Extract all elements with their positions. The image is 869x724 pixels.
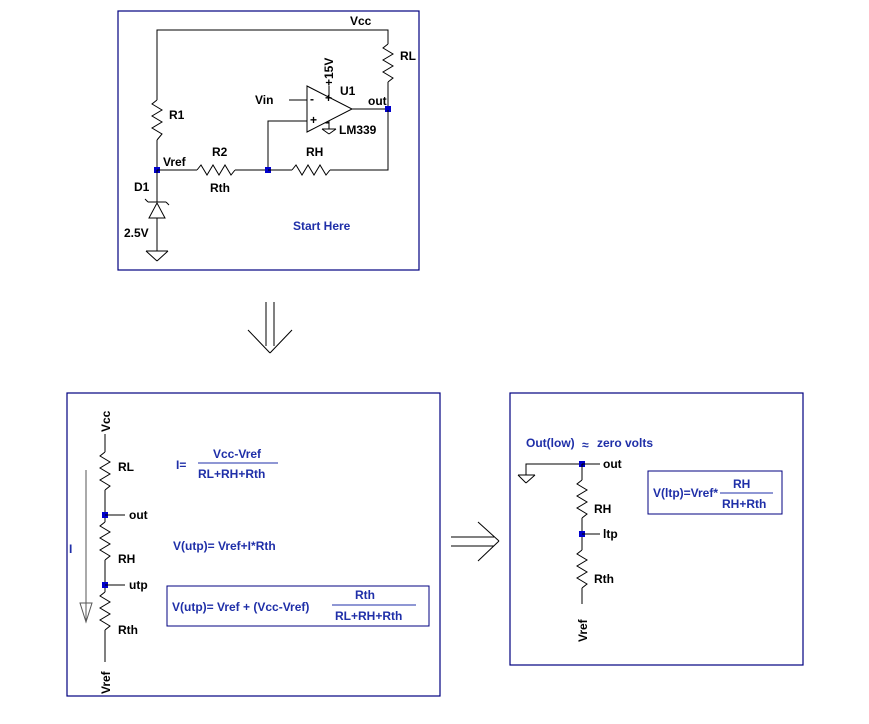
r2-label: R2: [212, 145, 228, 159]
vplus-sign: +: [325, 91, 332, 105]
noninv-wire: [267, 120, 307, 170]
left-rth-resistor: [99, 591, 111, 631]
vltp-formula-box: [647, 470, 783, 515]
r2-resistor: [196, 164, 236, 176]
left-rh-resistor: [99, 521, 111, 561]
left-rh-label: RH: [118, 552, 135, 566]
r1-label: R1: [169, 108, 185, 122]
top-rh-label: RH: [306, 145, 323, 159]
i-formula-denominator: RL+RH+Rth: [198, 467, 265, 481]
feedback-wire: [330, 110, 389, 171]
top-vcc-label: Vcc: [350, 14, 372, 28]
noninv-input-sign: +: [310, 113, 317, 127]
left-rl-label: RL: [118, 460, 134, 474]
right-out-label: out: [603, 457, 622, 471]
right-rth-label: Rth: [594, 572, 614, 586]
lm339-label: LM339: [339, 123, 377, 137]
inv-input-sign: -: [310, 92, 314, 106]
out-node: [385, 106, 391, 112]
plus15v-label: +15V: [322, 58, 336, 86]
right-arrow-icon: [451, 521, 500, 562]
left-vref-label: Vref: [99, 670, 113, 694]
outlow-label: Out(low): [526, 436, 575, 450]
left-vcc-label: Vcc: [99, 410, 113, 432]
vin-label: Vin: [255, 93, 273, 107]
right-rth-resistor: [576, 549, 588, 589]
zero-volts-label: zero volts: [597, 436, 653, 450]
left-analysis-frame: [66, 392, 441, 697]
down-arrow-icon: [247, 302, 293, 354]
vutp-formula-box: [166, 585, 430, 627]
approx-sign: ≈: [582, 438, 589, 452]
top-rh-resistor: [291, 164, 331, 176]
start-here-label: Start Here: [293, 219, 351, 233]
top-vref-label: Vref: [163, 155, 187, 169]
vltp-denominator: RH+Rth: [722, 497, 766, 511]
vltp-numerator: RH: [733, 477, 750, 491]
vutp-formula-1: V(utp)= Vref+I*Rth: [173, 539, 276, 553]
top-rth-label: Rth: [210, 181, 230, 195]
top-rl-resistor: [382, 43, 394, 83]
d1-label: D1: [134, 180, 150, 194]
right-rh-label: RH: [594, 502, 611, 516]
vcc-rail: [156, 29, 389, 100]
current-label: I: [69, 542, 72, 556]
current-arrow-icon: [79, 470, 93, 624]
right-ground-wire: [525, 463, 582, 475]
vutp-denominator: RL+RH+Rth: [335, 609, 402, 623]
u1-label: U1: [340, 84, 356, 98]
right-vref-label: Vref: [576, 618, 590, 642]
vminus-sign: -: [325, 115, 329, 129]
zener-diode: [148, 201, 166, 219]
right-ltp-label: ltp: [603, 527, 618, 541]
top-out-label: out: [368, 94, 387, 108]
left-rl-resistor: [99, 451, 111, 491]
right-rh-resistor: [576, 479, 588, 519]
zener-voltage-label: 2.5V: [124, 226, 149, 240]
r1-resistor: [151, 99, 163, 141]
op-amp-u1: [306, 85, 354, 133]
vutp-numerator: Rth: [355, 588, 375, 602]
i-formula-label: I=: [176, 458, 186, 472]
left-out-label: out: [129, 508, 148, 522]
vltp-formula: V(ltp)=Vref*: [653, 486, 718, 500]
right-analysis-frame: [509, 392, 804, 666]
top-circuit-frame: [117, 10, 420, 271]
vutp-formula-2: V(utp)= Vref + (Vcc-Vref): [172, 600, 309, 614]
left-rth-label: Rth: [118, 623, 138, 637]
i-formula-numerator: Vcc-Vref: [213, 447, 262, 461]
left-utp-label: utp: [129, 578, 148, 592]
top-rl-label: RL: [400, 49, 416, 63]
